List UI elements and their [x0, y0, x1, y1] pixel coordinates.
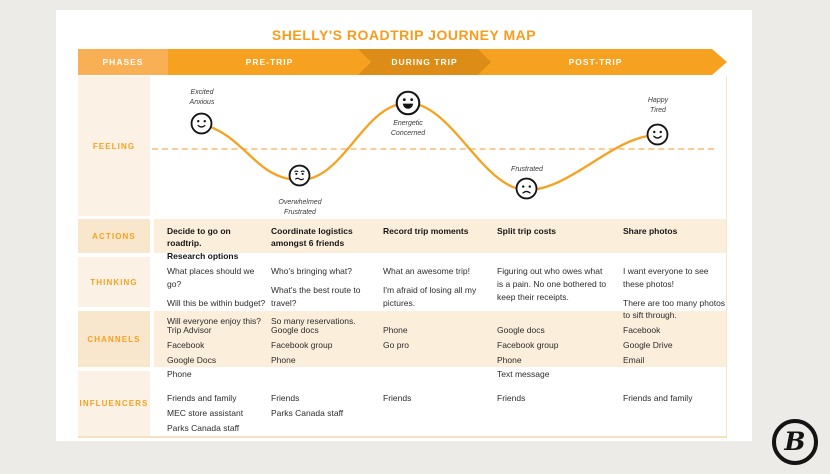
table-bottom-border — [78, 436, 727, 438]
actions-cell-3: Record trip moments — [383, 226, 469, 236]
emotion-labels-4: Frustrated — [511, 166, 543, 173]
phases-row-label: PHASES — [78, 49, 168, 75]
actions-row-band — [154, 219, 727, 253]
feeling-baseline — [152, 148, 714, 150]
slight-smile-face-icon — [190, 112, 213, 140]
phase-during-trip: DURING TRIP — [358, 49, 491, 75]
influencers-cell-3: Friends — [383, 393, 412, 403]
thinking-cell-3: What an awesome trip!I'm afraid of losin… — [383, 266, 477, 308]
brand-logo: B — [772, 419, 818, 465]
brand-logo-letter: B — [784, 426, 806, 456]
frowning-face-icon — [515, 177, 538, 205]
influencers-cell-4: Friends — [497, 393, 526, 403]
thinking-cell-1: What places should we go?Will this be wi… — [167, 266, 266, 327]
actions-cell-5: Share photos — [623, 226, 678, 236]
smiling-face-icon — [646, 123, 669, 151]
uneasy-face-icon — [288, 164, 311, 192]
row-label-channels: CHANNELS — [78, 311, 150, 367]
actions-cell-1: Decide to go on roadtrip.Research option… — [167, 226, 239, 261]
thinking-cell-2: Who's bringing what?What's the best rout… — [271, 266, 361, 327]
actions-cell-4: Split trip costs — [497, 226, 557, 236]
grinning-face-icon — [395, 90, 421, 121]
channels-row-band — [154, 311, 727, 367]
phase-pre-trip: PRE-TRIP — [168, 49, 371, 75]
thinking-cell-5: I want everyone to see these photos!Ther… — [623, 266, 726, 321]
row-label-feeling: FEELING — [78, 76, 150, 216]
row-label-thinking: THINKING — [78, 257, 150, 307]
influencers-cell-5: Friends and family — [623, 393, 693, 403]
table-right-border — [726, 76, 727, 436]
journey-map-card: SHELLY'S ROADTRIP JOURNEY MAP PHASES PRE… — [56, 10, 752, 441]
row-label-actions: ACTIONS — [78, 219, 150, 253]
row-label-influencers: INFLUENCERS — [78, 371, 150, 436]
phase-post-trip: POST-TRIP — [478, 49, 727, 75]
page-title: SHELLY'S ROADTRIP JOURNEY MAP — [271, 27, 537, 43]
thinking-cell-4: Figuring out who owes what is a pain. No… — [497, 266, 607, 302]
